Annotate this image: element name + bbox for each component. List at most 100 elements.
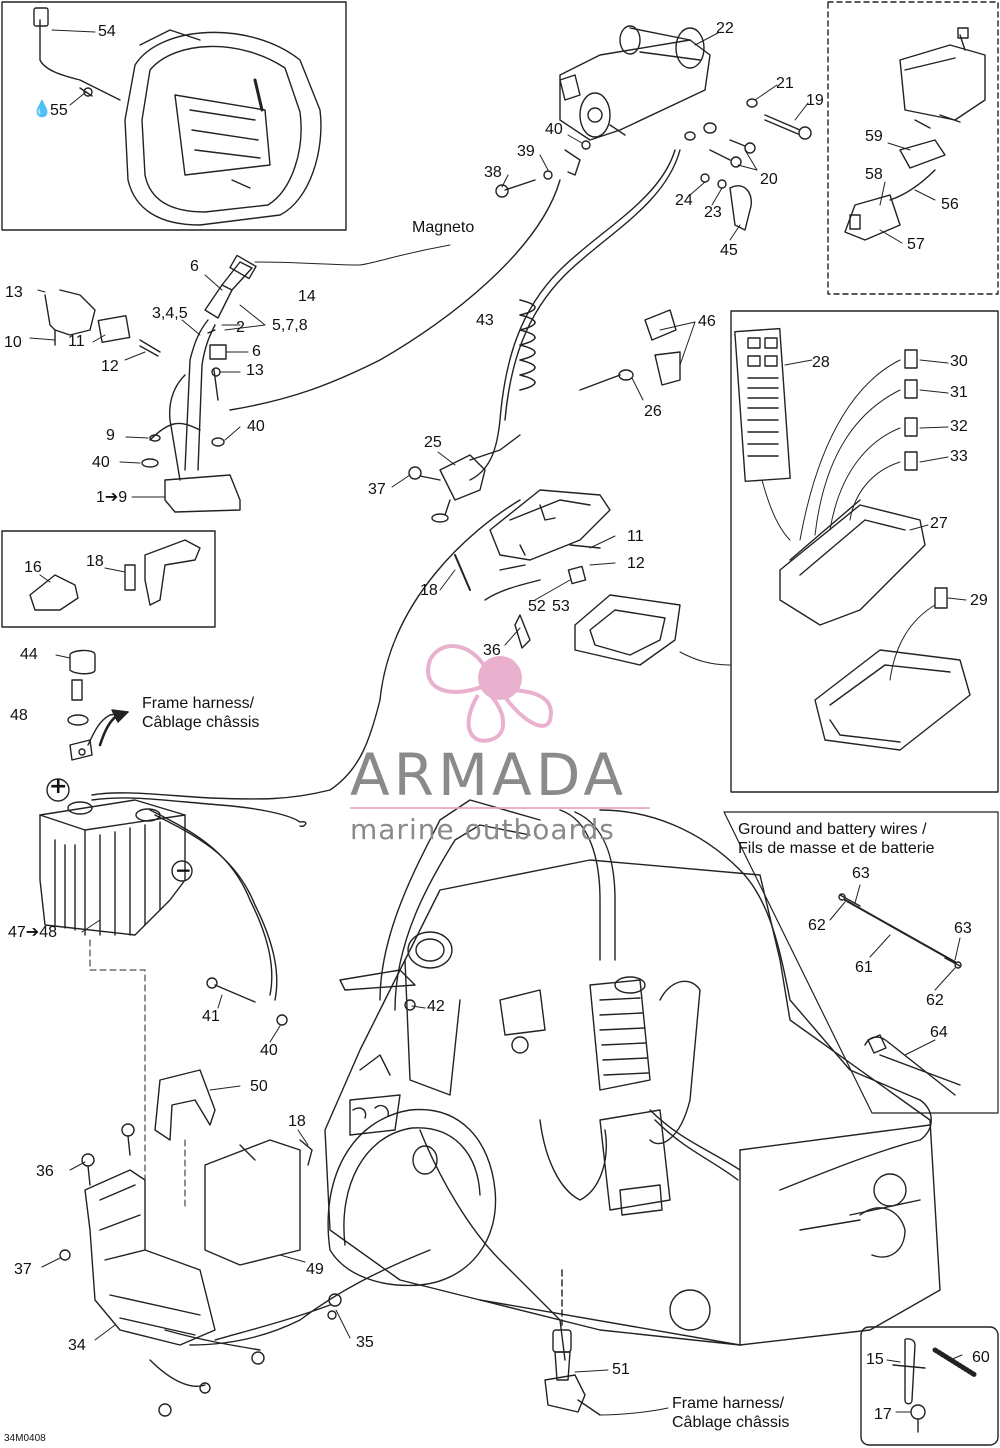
callout-40-bottom: 40 bbox=[260, 1042, 278, 1059]
caption-frame-harness-top: Frame harness/ Câblage châssis bbox=[142, 694, 259, 732]
inset-box-connector bbox=[827, 1, 999, 295]
frame-fasteners bbox=[206, 977, 416, 1026]
starter-bolts bbox=[495, 98, 812, 231]
callout-50: 50 bbox=[250, 1078, 268, 1095]
callout-44: 44 bbox=[20, 646, 38, 663]
fastener-leaders bbox=[886, 1354, 963, 1413]
callout-11-center: 11 bbox=[627, 528, 644, 545]
battery-positive-cable bbox=[91, 797, 301, 823]
fuse-leaders bbox=[761, 359, 967, 681]
ground-leaders bbox=[829, 884, 961, 1056]
clip-leaders bbox=[39, 567, 126, 583]
inset-box-cdi-module bbox=[1, 1, 347, 231]
callout-31: 31 bbox=[950, 384, 968, 401]
battery-tray-drawing bbox=[59, 1069, 342, 1417]
callout-43: 43 bbox=[476, 312, 494, 329]
inset-box-clips bbox=[1, 530, 216, 628]
ecm-module bbox=[574, 594, 681, 666]
spark-plug-caps bbox=[579, 309, 681, 391]
callout-47-to-48: 47➔48 bbox=[8, 924, 57, 941]
callout-22: 22 bbox=[716, 20, 734, 37]
inset-box-ground-wires bbox=[723, 811, 999, 1114]
callout-39: 39 bbox=[517, 143, 535, 160]
callout-11-left: 11 bbox=[68, 333, 85, 350]
callout-33: 33 bbox=[950, 448, 968, 465]
callout-52: 52 bbox=[528, 598, 546, 615]
callout-42: 42 bbox=[427, 998, 445, 1015]
callout-60: 60 bbox=[972, 1349, 990, 1366]
callout-38: 38 bbox=[484, 164, 502, 181]
callout-63-right: 63 bbox=[954, 920, 972, 937]
callout-51: 51 bbox=[612, 1361, 630, 1378]
callout-14: 14 bbox=[298, 288, 316, 305]
callout-45: 45 bbox=[720, 242, 738, 259]
callout-19: 19 bbox=[806, 92, 824, 109]
callout-35: 35 bbox=[356, 1334, 374, 1351]
center-leaders bbox=[391, 321, 696, 646]
callout-12-left: 12 bbox=[101, 358, 119, 375]
callout-36-tray: 36 bbox=[36, 1163, 54, 1180]
callout-21: 21 bbox=[776, 75, 794, 92]
callout-56: 56 bbox=[941, 196, 959, 213]
callout-54: 54 bbox=[98, 23, 116, 40]
callout-9: 9 bbox=[106, 427, 115, 444]
callout-32: 32 bbox=[950, 418, 968, 435]
callout-28: 28 bbox=[812, 354, 830, 371]
callout-10: 10 bbox=[4, 334, 22, 351]
cdi-module-drawing bbox=[33, 7, 322, 226]
callout-27: 27 bbox=[930, 515, 948, 532]
leader-55 bbox=[69, 91, 87, 106]
caption-ground-wires-en: Ground and battery wires / bbox=[738, 821, 927, 838]
callout-6-mid: 6 bbox=[252, 343, 261, 360]
battery-leaders bbox=[55, 654, 101, 933]
watermark-propeller-icon bbox=[350, 644, 650, 809]
caption-frame-harness-top-fr: Câblage châssis bbox=[142, 714, 260, 731]
callout-15: 15 bbox=[866, 1351, 884, 1368]
ecm-arrow-leader bbox=[679, 651, 731, 666]
callout-24: 24 bbox=[675, 192, 693, 209]
callout-62-top: 62 bbox=[808, 917, 826, 934]
callout-49: 49 bbox=[306, 1261, 324, 1278]
callout-12-center: 12 bbox=[627, 555, 645, 572]
callout-40-right: 40 bbox=[247, 418, 265, 435]
frame-harness-bottom-arrow bbox=[599, 1407, 669, 1416]
ground-wire-drawing bbox=[838, 893, 962, 1096]
callout-37-top: 37 bbox=[368, 481, 386, 498]
connector-drawing bbox=[844, 27, 986, 241]
callout-64: 64 bbox=[930, 1024, 948, 1041]
callout-55: 55 bbox=[50, 102, 68, 119]
callout-17: 17 bbox=[874, 1406, 892, 1423]
inset-box-fasteners bbox=[860, 1326, 999, 1446]
callout-36-center: 36 bbox=[483, 642, 501, 659]
connector-leaders bbox=[879, 142, 936, 244]
callout-37-tray: 37 bbox=[14, 1261, 32, 1278]
callout-20: 20 bbox=[760, 171, 778, 188]
callout-41: 41 bbox=[202, 1008, 220, 1025]
callout-18-tray: 18 bbox=[288, 1113, 306, 1130]
watermark-brand: ARMADA bbox=[350, 741, 628, 809]
harness-leaders bbox=[29, 274, 266, 498]
callout-53: 53 bbox=[552, 598, 570, 615]
callout-58: 58 bbox=[865, 166, 883, 183]
harness-cdi-drawing bbox=[44, 254, 257, 513]
magneto-leader bbox=[254, 244, 451, 266]
callout-26: 26 bbox=[644, 403, 662, 420]
callout-59: 59 bbox=[865, 128, 883, 145]
callout-3-4-5: 3,4,5 bbox=[152, 305, 188, 322]
starter-cable bbox=[469, 149, 676, 481]
speed-sensor-drawing bbox=[544, 1269, 601, 1416]
clips-drawing bbox=[29, 539, 201, 611]
callout-6-top: 6 bbox=[190, 258, 199, 275]
callout-5-7-8: 5,7,8 bbox=[272, 317, 308, 334]
leader-54 bbox=[51, 29, 96, 33]
callout-62-bottom: 62 bbox=[926, 992, 944, 1009]
callout-16: 16 bbox=[24, 559, 42, 576]
caption-frame-harness-bottom-fr: Câblage châssis bbox=[672, 1414, 790, 1431]
callout-13-mid: 13 bbox=[246, 362, 264, 379]
fasteners-inset-drawing bbox=[892, 1338, 978, 1433]
callout-2: 2 bbox=[236, 319, 245, 336]
main-frame-harness bbox=[419, 1129, 566, 1361]
callout-61: 61 bbox=[855, 959, 873, 976]
starter-motor-drawing bbox=[559, 25, 711, 141]
